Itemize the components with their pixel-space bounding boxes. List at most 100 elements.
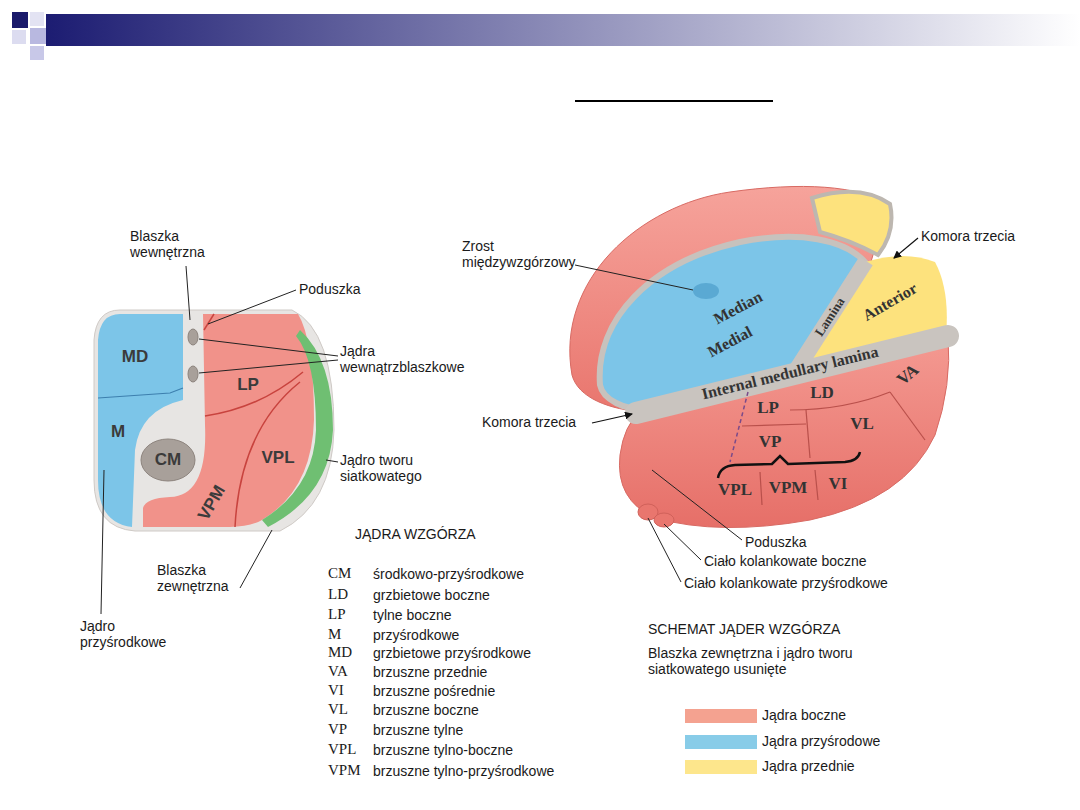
cm-nucleus [141, 439, 195, 481]
callout-label: Komora trzecia [482, 414, 576, 430]
legend-swatch [685, 760, 757, 774]
table-cell: środkowo-przyśrodkowe [373, 566, 524, 582]
nucleus-label: Medial [705, 323, 756, 361]
table-cell: brzuszne tylno-boczne [373, 742, 513, 758]
leader-line [186, 266, 190, 320]
leader-line [101, 470, 104, 614]
table-cell: VP [328, 721, 347, 738]
callout-label: Poduszka [299, 281, 360, 297]
header-square [12, 30, 26, 44]
callout-label: Poduszka [745, 534, 806, 550]
interthalamic-adhesion [693, 283, 719, 299]
table-cell: MD [328, 644, 352, 661]
table-cell: VI [328, 682, 344, 699]
arrow [894, 238, 918, 258]
table-cell: LD [328, 586, 348, 603]
callout-label: Jądro przyśrodkowe [80, 618, 180, 650]
table-cell: VPM [328, 762, 361, 779]
table-cell: brzuszne boczne [373, 702, 479, 718]
nucleus-label: Lamina [811, 294, 848, 339]
table-cell: VL [328, 701, 348, 718]
callout-label: Ciało kolankowate boczne [704, 553, 867, 569]
table-cell: M [328, 626, 341, 643]
intralaminar-nucleus [188, 366, 198, 382]
header-square [30, 46, 44, 60]
callout-label: Zrost międzywzgórzowy [462, 238, 587, 270]
division-line [806, 410, 810, 458]
callout-label: Komora trzecia [921, 228, 1015, 244]
division-line [890, 392, 925, 440]
nucleus-label: MD [122, 347, 148, 367]
note: Blaszka zewnętrzna i jądro tworu siatkow… [648, 645, 898, 677]
header-square [30, 12, 44, 26]
nucleus-label: VPL [261, 448, 294, 468]
division-line [760, 472, 762, 505]
table-cell: przyśrodkowe [373, 627, 459, 643]
nucleus-label: VL [850, 414, 874, 434]
leader-line [326, 460, 338, 462]
table-cell: grzbietowe przyśrodkowe [373, 645, 531, 661]
legend-text: Jądra przyśrodowe [762, 733, 880, 749]
table-cell: brzuszne tylno-przyśrodkowe [373, 763, 554, 779]
nucleus-label: VA [893, 360, 923, 390]
lateral-region [143, 314, 314, 527]
arrow [592, 414, 632, 423]
slide-header [12, 12, 1080, 101]
thalamus-cross-section [94, 266, 338, 614]
region-border [205, 372, 303, 416]
leader-line [648, 518, 681, 582]
legend-swatch [685, 735, 757, 749]
region-border [235, 382, 300, 527]
dashed-division [730, 392, 748, 462]
table-cell: tylne boczne [373, 607, 452, 623]
table-heading: JĄDRA WZGÓRZA [355, 526, 476, 542]
callout-label: Blaszka zewnętrzna [157, 562, 247, 594]
callout-label: Blaszka wewnętrzna [130, 228, 225, 260]
table-cell: VPL [328, 741, 356, 758]
division-line [815, 470, 818, 500]
table-cell: brzuszne przednie [373, 664, 487, 680]
callout-label: Ciało kolankowate przyśrodkowe [684, 575, 888, 591]
lamina-ground [94, 310, 334, 531]
leader-line [240, 530, 272, 588]
division-line [742, 424, 806, 426]
leader-line [199, 360, 338, 373]
leader-line [199, 339, 338, 356]
table-cell: CM [328, 565, 351, 582]
nucleus-label: CM [155, 450, 181, 470]
legend-swatch [685, 709, 757, 723]
lower-lobe [619, 336, 948, 528]
nucleus-label: M [111, 422, 125, 442]
nucleus-label: VPM [769, 478, 808, 498]
title-underline [575, 100, 773, 102]
table-cell: grzbietowe boczne [373, 587, 490, 603]
nucleus-label: VP [759, 432, 782, 452]
leader-line [208, 290, 296, 324]
legend-text: Jądra boczne [762, 707, 846, 723]
header-bar [46, 14, 1080, 46]
division-line [790, 392, 890, 410]
table-cell: LP [328, 606, 346, 623]
callout-label: Jądra wewnątrzblaszkowe [340, 343, 475, 375]
region-border [98, 388, 183, 398]
intralaminar-nucleus [188, 329, 198, 345]
nucleus-label: Anterior [860, 279, 921, 324]
callout-label: Jądro tworu siatkowatego [340, 452, 450, 484]
nucleus-label: Median [711, 288, 766, 329]
medial-region [98, 314, 183, 527]
schema-heading: SCHEMAT JĄDER WZGÓRZA [648, 621, 840, 637]
nucleus-label: VPM [194, 482, 230, 524]
header-square [12, 12, 28, 28]
header-square [30, 28, 46, 44]
reticular-band [262, 330, 333, 527]
leader-line [664, 524, 701, 560]
internal-lamina-band [636, 336, 948, 413]
thalamus-schematic [570, 186, 949, 582]
leader-line [575, 265, 693, 290]
table-cell: brzuszne pośrednie [373, 683, 495, 699]
nucleus-label: VPL [718, 480, 752, 500]
nucleus-label: LP [237, 375, 259, 395]
table-cell: VA [328, 663, 348, 680]
